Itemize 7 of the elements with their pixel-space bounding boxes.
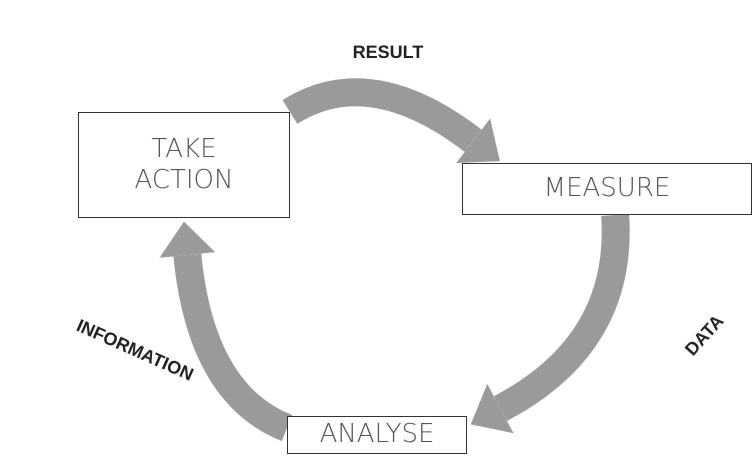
process-box — [287, 416, 467, 454]
box-text: TAKE ACTION — [134, 134, 234, 196]
edge-label: RESULT — [352, 42, 424, 62]
process-box — [78, 112, 290, 218]
box-text: ANALYSE — [320, 419, 434, 451]
process-box — [462, 163, 752, 215]
box-text: MEASURE — [544, 173, 670, 205]
